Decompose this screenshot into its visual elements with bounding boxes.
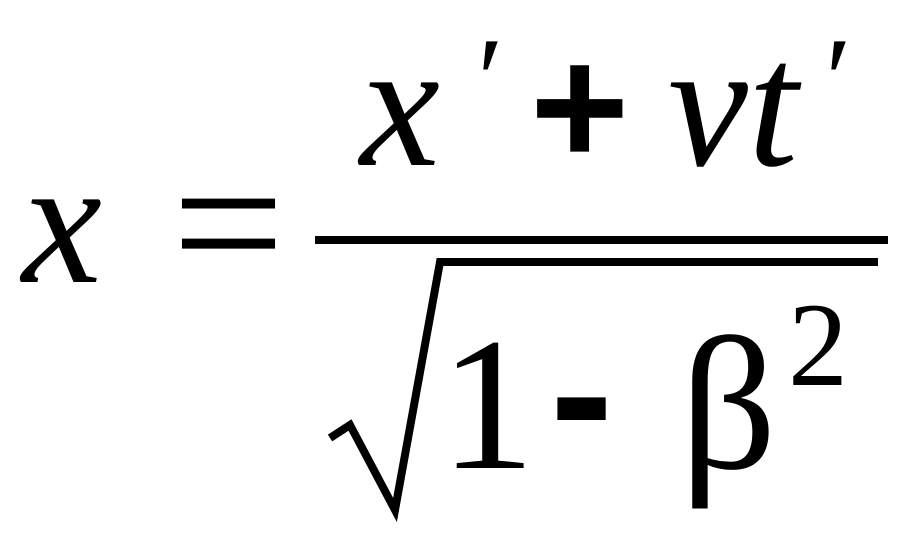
numerator-variable-vt: vt <box>668 5 802 204</box>
plus-sign: + <box>530 12 629 202</box>
minus-sign: - <box>550 287 613 499</box>
equals-sign: = <box>172 113 285 334</box>
numerator-variable-x: x <box>357 5 440 204</box>
numerator-prime-t: ′ <box>818 13 846 146</box>
square-root-radical <box>327 258 878 523</box>
denominator-exponent-2: 2 <box>788 278 848 411</box>
lhs-variable-x: x <box>19 122 102 321</box>
numerator-prime-x: ′ <box>470 13 498 146</box>
denominator-beta: β <box>680 300 777 510</box>
denominator-one: 1 <box>440 300 535 510</box>
